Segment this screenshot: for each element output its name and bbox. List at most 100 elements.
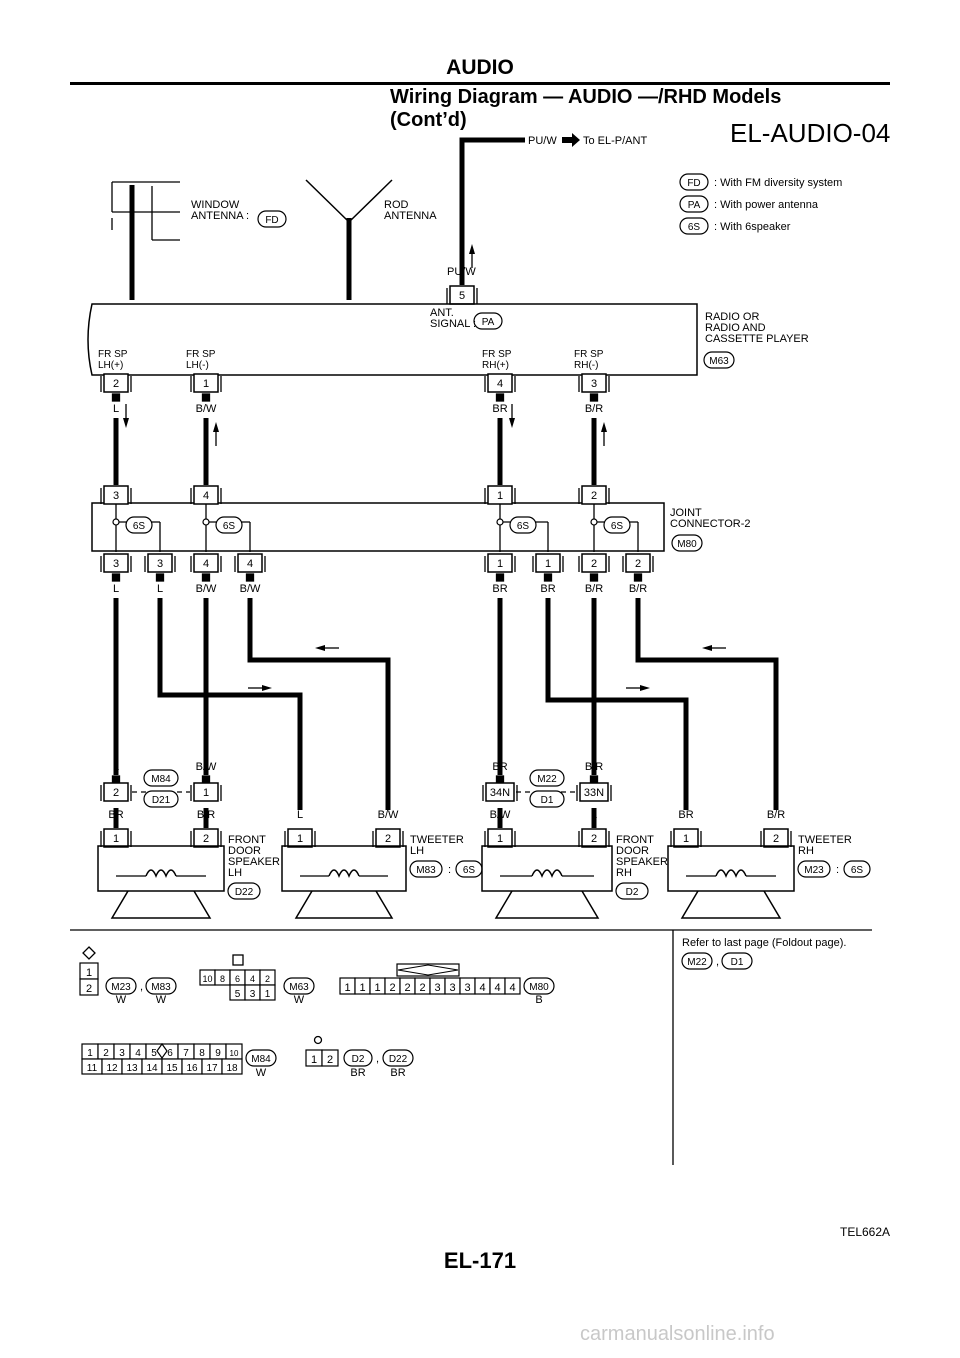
- speaker-pin-bracket: [190, 831, 222, 847]
- radio-wire-label: B/W: [196, 403, 217, 415]
- speaker-name-line: RH: [798, 845, 814, 857]
- radio-pin-box: [487, 373, 513, 393]
- joint-bottom-pin: [237, 553, 263, 573]
- wire-br-tweeter: [545, 598, 689, 810]
- joint-bottom-pin: [487, 553, 513, 573]
- inline-m84-d21-wire: L: [113, 761, 119, 773]
- terminal-stub: [111, 573, 121, 582]
- cv-m80-badge: [523, 977, 555, 995]
- joint-connector-badge-text: M80: [677, 539, 697, 550]
- joint-bottom-pin-bracket: [100, 556, 132, 572]
- cv-pin: 12: [106, 1063, 118, 1074]
- speaker-name-line: DOOR: [616, 845, 649, 857]
- speaker-name-line: DOOR: [228, 845, 261, 857]
- joint-wire-label: B/R: [629, 583, 647, 595]
- radio-pin-5-bracket: [446, 288, 478, 304]
- speaker-name-line: LH: [410, 845, 424, 857]
- inline-m84-d21-pin-bracket: [190, 785, 222, 801]
- speaker-pin-bracket: [372, 831, 404, 847]
- flow-arrow: [123, 418, 129, 428]
- cv-pin: 1: [86, 967, 92, 979]
- wire-br-r-tweeter: [635, 598, 779, 810]
- speaker-body: [97, 845, 225, 892]
- cv-color: W: [116, 994, 127, 1006]
- speaker-wire: L: [297, 809, 303, 821]
- joint-bottom-pin-num: 3: [113, 558, 119, 570]
- joint-bottom-pin: [625, 553, 651, 573]
- radio-wire-label: B/R: [585, 403, 603, 415]
- cv-pin: 11: [87, 1063, 98, 1074]
- speaker-pin-num: 2: [385, 833, 391, 845]
- cv-m63-badge-text: M63: [289, 982, 309, 993]
- joint-6s-badge-text: 6S: [223, 521, 236, 532]
- radio-name-line: CASSETTE PLAYER: [705, 333, 809, 345]
- speaker-name-line: SPEAKER: [616, 856, 668, 868]
- cv-pin: 3: [119, 1048, 125, 1059]
- legend-badge-text: 6S: [688, 222, 701, 233]
- speaker-name-line: FRONT: [228, 834, 266, 846]
- cv-pin: 10: [202, 974, 212, 984]
- inline-m22-d1-pin-num: 34N: [490, 787, 510, 799]
- cv-m84-badge: [245, 1049, 277, 1067]
- terminal-stub: [495, 573, 505, 582]
- flow-arrow: [640, 685, 650, 691]
- ant-signal-badge: [473, 312, 503, 330]
- figure-code: TEL662A: [840, 1225, 891, 1239]
- cv-color: BR: [390, 1067, 405, 1079]
- cv-pin: 1: [265, 989, 271, 1000]
- joint-6s-badge: [125, 516, 153, 534]
- legend-badge-text: FD: [687, 178, 700, 189]
- joint-bottom-pin-num: 1: [497, 558, 503, 570]
- cv-pin: 4: [135, 1048, 141, 1059]
- cv-pin: 2: [103, 1048, 109, 1059]
- speaker-pin-bracket: [484, 831, 516, 847]
- cv-m23-badge-text: M23: [111, 982, 131, 993]
- speaker-connector-badge: [409, 860, 443, 878]
- radio-pin-label-line: RH(+): [482, 360, 509, 371]
- cv-pin: 3: [449, 982, 455, 994]
- cv-pin: 15: [166, 1063, 178, 1074]
- inline-m22-d1-pin-bracket: [576, 785, 612, 801]
- speaker-connector-badge-text: M23: [804, 865, 824, 876]
- wires: [113, 137, 779, 828]
- speaker-pin: [287, 828, 313, 848]
- joint-top-pin-bracket: [100, 488, 132, 504]
- refer-m22-badge-text: M22: [687, 957, 707, 968]
- radio-pin-box: [581, 373, 607, 393]
- joint-6s-badge-text: 6S: [611, 521, 624, 532]
- cv-color: W: [294, 994, 305, 1006]
- terminal-stub: [245, 573, 255, 582]
- cv-pin: 4: [509, 982, 515, 994]
- speaker-coil-icon: [531, 869, 563, 878]
- radio-wire-label: BR: [492, 403, 507, 415]
- joint-6s-badge-text: 6S: [133, 521, 146, 532]
- terminal-stub: [589, 775, 599, 784]
- flow-arrow: [469, 244, 475, 254]
- joint-top-pin-bracket: [578, 488, 610, 504]
- cv-comma: ,: [376, 1053, 379, 1065]
- speaker-name-line: TWEETER: [410, 834, 464, 846]
- page-number: EL-171: [443, 1248, 517, 1273]
- lock-icon: [313, 1035, 323, 1045]
- terminal-stub: [589, 393, 599, 402]
- cv-pin: 13: [126, 1063, 138, 1074]
- to-el-p-ant-label: To EL-P/ANT: [583, 135, 647, 147]
- cv-pin: 10: [230, 1049, 239, 1058]
- wire-pu-w: [459, 137, 525, 285]
- inline-m22-d1-wire: B/W: [490, 809, 511, 821]
- speaker-cone: [294, 890, 394, 919]
- wire-l-tweeter: [157, 598, 303, 810]
- radio-pin-box-num: 4: [497, 378, 503, 390]
- terminal-stub: [589, 573, 599, 582]
- cv-m80-badge-text: M80: [529, 982, 549, 993]
- speaker-body: [281, 845, 407, 892]
- window-antenna-label-line: WINDOW: [191, 199, 240, 211]
- inline-m22-d1-wire: B/R: [585, 761, 603, 773]
- radio-pin-box-bracket: [190, 376, 222, 392]
- speaker-pin: [487, 828, 513, 848]
- speaker-wire: B/R: [767, 809, 785, 821]
- joint-wire-label: B/W: [196, 583, 217, 595]
- joint-6s-badge: [603, 516, 631, 534]
- cv-pin: 1: [87, 1048, 93, 1059]
- cv-pin: 2: [327, 1054, 333, 1066]
